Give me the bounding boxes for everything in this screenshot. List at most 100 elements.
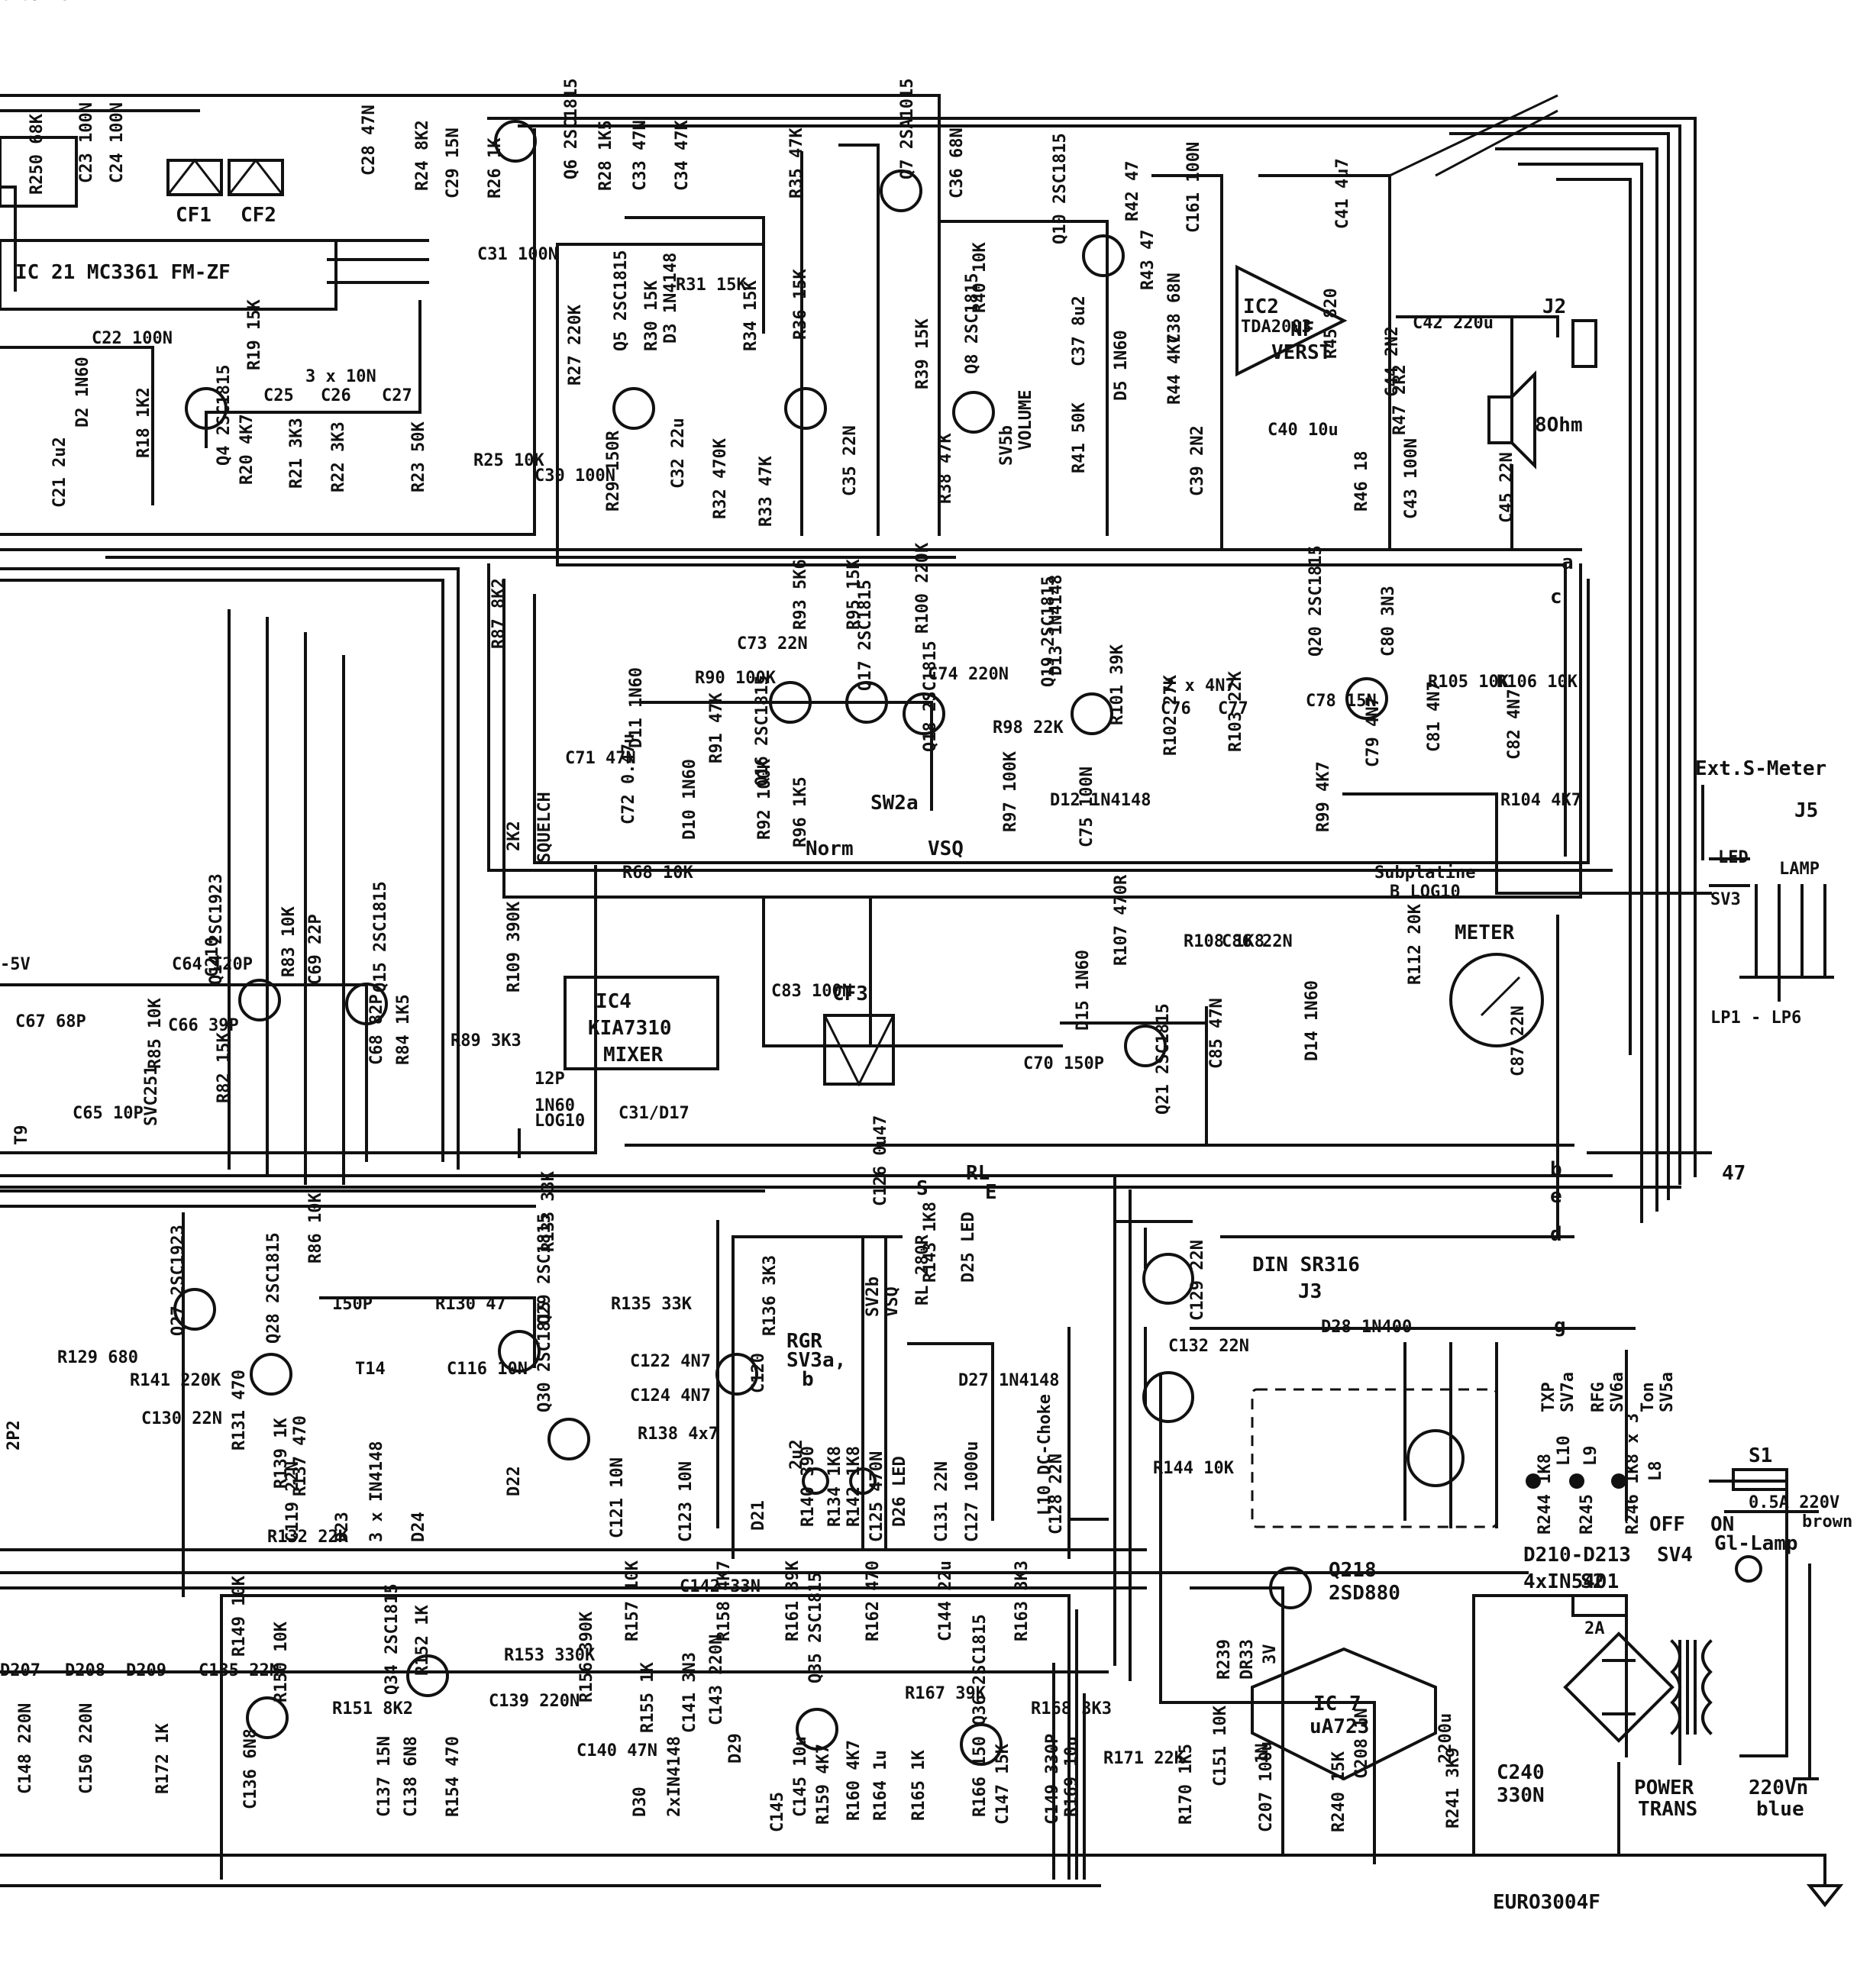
ic4-label: IC4 xyxy=(596,990,631,1013)
mains-label-2: blue xyxy=(1756,1798,1804,1821)
transistor-label: Q34 2SC1815 xyxy=(383,1583,402,1695)
transistor-label: Q6 2SC1815 xyxy=(562,79,581,179)
component-label: R85 10K xyxy=(146,998,165,1069)
component-label: C71 47N xyxy=(565,749,636,768)
doc-code: EURO3004F xyxy=(1493,1891,1600,1914)
bridge-rectifier xyxy=(1563,1631,1675,1743)
component-label: R134 1K8 xyxy=(825,1446,845,1527)
transistor-label: Q17 2SC1815 xyxy=(856,579,875,691)
component-label: R154 470 xyxy=(444,1736,463,1817)
component-label: C32 22u xyxy=(669,418,688,489)
squelch-label: SQUELCH xyxy=(535,792,554,863)
component-label: C119 22N xyxy=(283,1461,302,1542)
component-label: C73 22N xyxy=(737,634,808,654)
component-label: D208 xyxy=(65,1661,105,1680)
component-label: T9 xyxy=(12,1125,31,1146)
component-label: C45 22N xyxy=(1497,452,1516,523)
subplatine-label: Subplatine xyxy=(1374,863,1475,883)
lamps-label: LP1 - LP6 xyxy=(1710,1009,1801,1028)
component-label: D207 xyxy=(0,1661,40,1680)
component-label: C130 22N xyxy=(141,1409,222,1428)
vsq2-label: VSQ xyxy=(883,1286,902,1317)
component-label: 1N xyxy=(1253,1744,1272,1764)
component-label: R132 22K xyxy=(267,1528,349,1547)
component-label: R22 3K3 xyxy=(329,421,348,492)
component-label: R42 47 xyxy=(1123,161,1142,221)
bus-d-label: d xyxy=(1550,1223,1562,1246)
component-label: T14 xyxy=(355,1360,386,1379)
gl-lamp-label: Gl-Lamp xyxy=(1714,1532,1798,1555)
component-label: R166 150 xyxy=(970,1736,990,1817)
sw2a-label: SW2a xyxy=(870,792,919,815)
component-label: LOG10 xyxy=(534,1112,585,1131)
component-label: C41 4u7 xyxy=(1333,158,1352,229)
component-label: D13 1N4148 xyxy=(1047,575,1066,676)
din-socket-2-icon xyxy=(1142,1371,1194,1423)
cf2-label: CF2 xyxy=(241,204,276,227)
transistor-label: Q15 2SC1815 xyxy=(371,881,390,992)
component-label: R38 47K xyxy=(936,433,955,504)
component-label: R244 1K8 xyxy=(1536,1454,1555,1535)
transistor-label: Q20 2SC1815 xyxy=(1306,545,1326,657)
component-label: C33 47N xyxy=(631,120,650,191)
component-label: C38 68N xyxy=(1165,273,1184,344)
component-label: R44 4K7 xyxy=(1165,334,1184,405)
component-label: R139 1K xyxy=(272,1418,291,1489)
component-label: R43 47 xyxy=(1138,230,1158,290)
component-label: R98 22K xyxy=(993,718,1064,737)
component-label: R96 1K5 xyxy=(791,776,810,847)
ic21-block xyxy=(0,136,337,311)
component-label: D30 xyxy=(631,1786,650,1817)
component-label: C29 15N xyxy=(444,127,463,198)
s1-label: S1 xyxy=(1749,1444,1772,1467)
component-label: C37 8u2 xyxy=(1070,295,1089,366)
component-label: 1N60 xyxy=(534,1096,575,1115)
ic21-label: IC 21 MC3361 FM-ZF xyxy=(15,261,231,284)
component-label: R150 10K xyxy=(272,1621,291,1702)
component-label: D22 xyxy=(505,1466,524,1496)
component-label: R240 15K xyxy=(1329,1751,1348,1832)
component-label: C116 10N xyxy=(447,1360,528,1379)
component-label: R167 39K xyxy=(905,1684,987,1703)
component-label: C43 100N xyxy=(1402,438,1421,519)
ic7-regulator xyxy=(1251,1647,1437,1781)
component-label: C64 120P xyxy=(172,955,253,974)
component-label: R142 1K8 xyxy=(845,1446,864,1527)
transistor-label: Q14 2SC1923 xyxy=(207,873,226,985)
ground-icon xyxy=(1806,1884,1844,1908)
component-label: C36 68N xyxy=(948,127,967,198)
component-label: R163 3K3 xyxy=(1012,1560,1032,1641)
component-label: C209 xyxy=(0,0,40,5)
rgr-label: RGR xyxy=(786,1330,822,1353)
transistor-label: Q8 2SC1815 xyxy=(963,273,982,374)
component-label: L10 xyxy=(1555,1435,1574,1466)
component-label: R156 390K xyxy=(577,1611,596,1702)
component-label: C21 2u2 xyxy=(50,437,69,508)
component-label: D209 xyxy=(126,1661,166,1680)
component-label: R68 10K xyxy=(622,863,693,883)
component-label: R112 20K xyxy=(1406,903,1425,985)
component-label: R32 470K xyxy=(711,437,730,519)
component-label: R103 22K xyxy=(1226,670,1245,752)
j5-label: J5 xyxy=(1794,799,1818,822)
component-label: R92 100K xyxy=(755,758,774,840)
component-label: C79 4N7 xyxy=(1364,696,1383,767)
component-label: C42 220u xyxy=(1413,314,1494,333)
component-label: R165 1K xyxy=(909,1750,929,1821)
component-label: R170 1K5 xyxy=(1177,1744,1196,1825)
din-plug-icon xyxy=(1406,1429,1465,1487)
speaker-icon xyxy=(1487,395,1513,444)
component-label: C137 15N xyxy=(375,1736,394,1817)
component-label: C208 1N xyxy=(1352,1708,1371,1779)
component-label: R130 47 xyxy=(435,1295,506,1314)
component-label: C122 4N7 xyxy=(630,1352,711,1371)
component-label: 150P xyxy=(332,1295,373,1314)
component-label: C151 10K xyxy=(1211,1705,1230,1786)
transistor-label: Q21 2SC1815 xyxy=(1154,1003,1173,1115)
power-transformer xyxy=(1670,1639,1713,1735)
j2-jack-icon xyxy=(1571,319,1597,368)
component-label: C35 22N xyxy=(841,425,860,496)
component-label: R172 1K xyxy=(153,1723,173,1794)
norm-label: Norm xyxy=(806,837,854,860)
bus-b-label: b xyxy=(1550,1158,1562,1181)
